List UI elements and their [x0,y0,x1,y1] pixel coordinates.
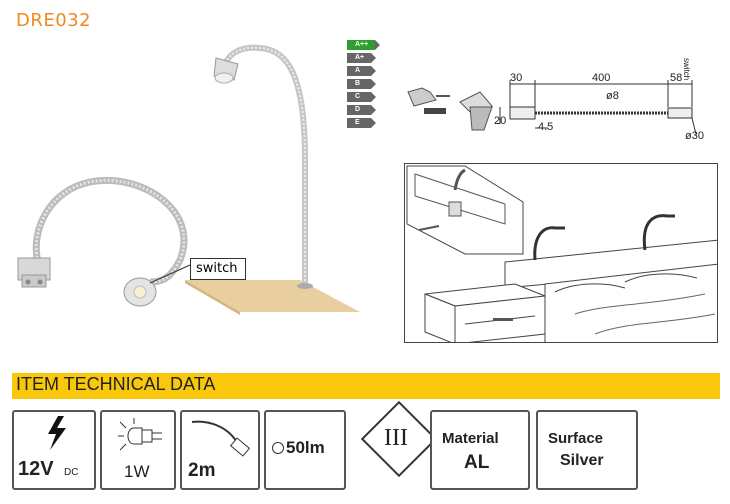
cable-length-tile: 2m [180,410,260,490]
lightning-bolt-icon [48,416,66,450]
section-banner [12,373,720,399]
flex-lamp-illustration [17,177,188,307]
voltage-value: 12V [18,458,54,480]
dim-phi8: ø8 [606,90,619,102]
bedroom-illustration [406,165,717,342]
dim-phi30: ø30 [685,130,704,142]
energy-class-d: D [347,105,376,115]
surface-label: Surface [548,430,604,447]
material-value: AL [464,452,490,473]
installation-scene [404,163,718,343]
voltage-tile: 12V DC [12,410,96,490]
protection-class-value: III [384,425,408,451]
power-tile: 1W [100,410,176,490]
material-label: Material [442,430,499,447]
voltage-unit: DC [64,467,79,478]
switch-callout: switch [190,258,246,280]
surface-tile: Surface Silver [536,410,638,490]
switch-callout-label: switch [196,261,238,276]
desk-lamp-illustration [185,44,360,315]
surface-value: Silver [560,452,604,469]
energy-class-b: B [347,79,376,89]
material-tile: Material AL [430,410,530,490]
energy-class-a-plus-plus: A++ [347,40,380,50]
lumens-tile: 50lm [264,410,346,490]
dim-400: 400 [592,72,611,84]
circle-icon [272,442,284,454]
dim-switch-label: switch [682,58,691,81]
switch-callout-line [150,264,191,284]
dim-4-5: 4.5 [538,121,554,133]
energy-class-c: C [347,92,376,102]
energy-class-e: E [347,118,376,128]
section-title: ITEM TECHNICAL DATA [16,374,216,394]
product-code: DRE032 [16,10,92,31]
energy-class-a: A [347,66,376,76]
lumens-value: 50lm [286,438,325,457]
energy-class-a-plus: A+ [347,53,376,63]
cable-icon [191,420,251,457]
dim-30: 30 [510,72,523,84]
cable-length-value: 2m [188,460,216,481]
power-value: 1W [124,462,150,481]
dim-20: 20 [494,115,507,127]
bulb-icon [118,418,162,451]
dimension-drawing [407,80,697,135]
dim-58: 58 [670,72,683,84]
